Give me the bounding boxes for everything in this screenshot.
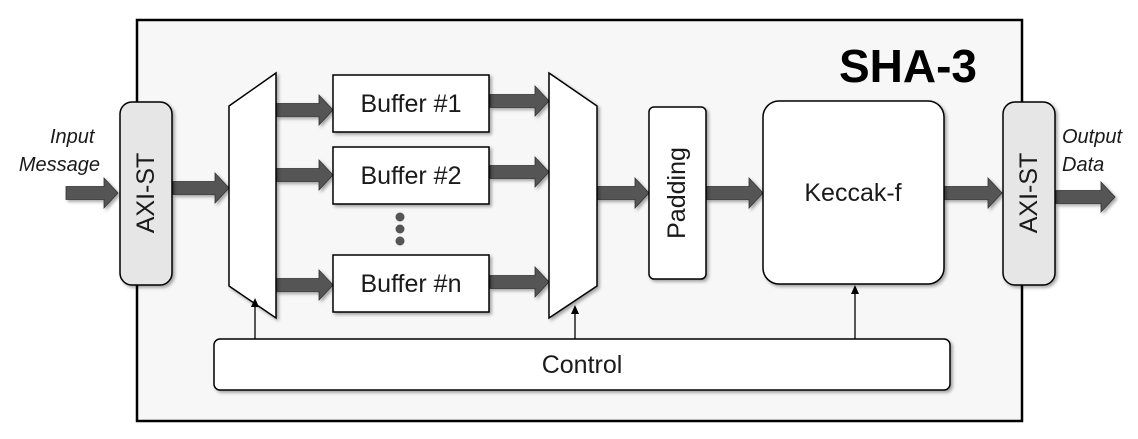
mux-block xyxy=(548,71,598,320)
output-label: Output Data xyxy=(1062,126,1128,176)
axi-st-output-block xyxy=(1002,101,1056,286)
buffer-n-block xyxy=(332,254,490,313)
arrow-axi-to-demux xyxy=(172,171,230,205)
buffer-1-label: Buffer #1 xyxy=(360,90,461,118)
ellipsis-dots xyxy=(395,212,405,246)
arrow-buffer-n-to-mux xyxy=(489,265,550,299)
control-label: Control xyxy=(542,351,623,379)
buffer-1-block xyxy=(332,74,490,133)
diagram-title: SHA-3 xyxy=(839,40,977,92)
buffer-2-label: Buffer #2 xyxy=(360,162,461,190)
arrow-buffer-2-to-mux xyxy=(489,155,550,189)
keccak-f-block xyxy=(762,100,945,285)
buffer-n-label: Buffer #n xyxy=(360,270,461,298)
axi-st-input-block xyxy=(119,101,173,286)
input-label-line-2: Message xyxy=(19,154,100,176)
axi-st-output-label: AXI-ST xyxy=(1015,153,1043,234)
input-label: Input Message xyxy=(19,126,100,176)
buffer-2-block xyxy=(332,146,490,205)
arrow-input-to-axi xyxy=(65,176,119,210)
arrow-keccak-to-axi xyxy=(943,176,1003,210)
control-to-keccak-arrowhead xyxy=(851,285,859,294)
control-signal-lines xyxy=(251,285,859,339)
control-block xyxy=(213,338,951,391)
arrow-padding-to-keccak xyxy=(705,176,764,210)
padding-block xyxy=(648,106,707,280)
input-label-line-1: Input xyxy=(50,126,96,148)
output-label-line-1: Output xyxy=(1062,126,1123,148)
arrow-demux-to-buffer-1 xyxy=(275,93,334,127)
control-to-mux-arrowhead xyxy=(571,305,579,314)
arrow-buffer-1-to-mux xyxy=(489,84,550,118)
control-to-demux-arrowhead xyxy=(251,298,259,307)
axi-st-input-label: AXI-ST xyxy=(132,153,160,234)
keccak-f-label: Keccak-f xyxy=(804,179,901,207)
arrow-demux-to-buffer-2 xyxy=(275,158,334,192)
arrow-demux-to-buffer-n xyxy=(275,268,334,302)
output-label-line-2: Data xyxy=(1062,154,1104,176)
arrow-mux-to-padding xyxy=(596,176,650,210)
padding-label: Padding xyxy=(663,147,691,239)
demux-block xyxy=(228,71,277,320)
arrow-axi-to-output xyxy=(1055,180,1116,214)
flow-arrows xyxy=(65,84,1116,302)
